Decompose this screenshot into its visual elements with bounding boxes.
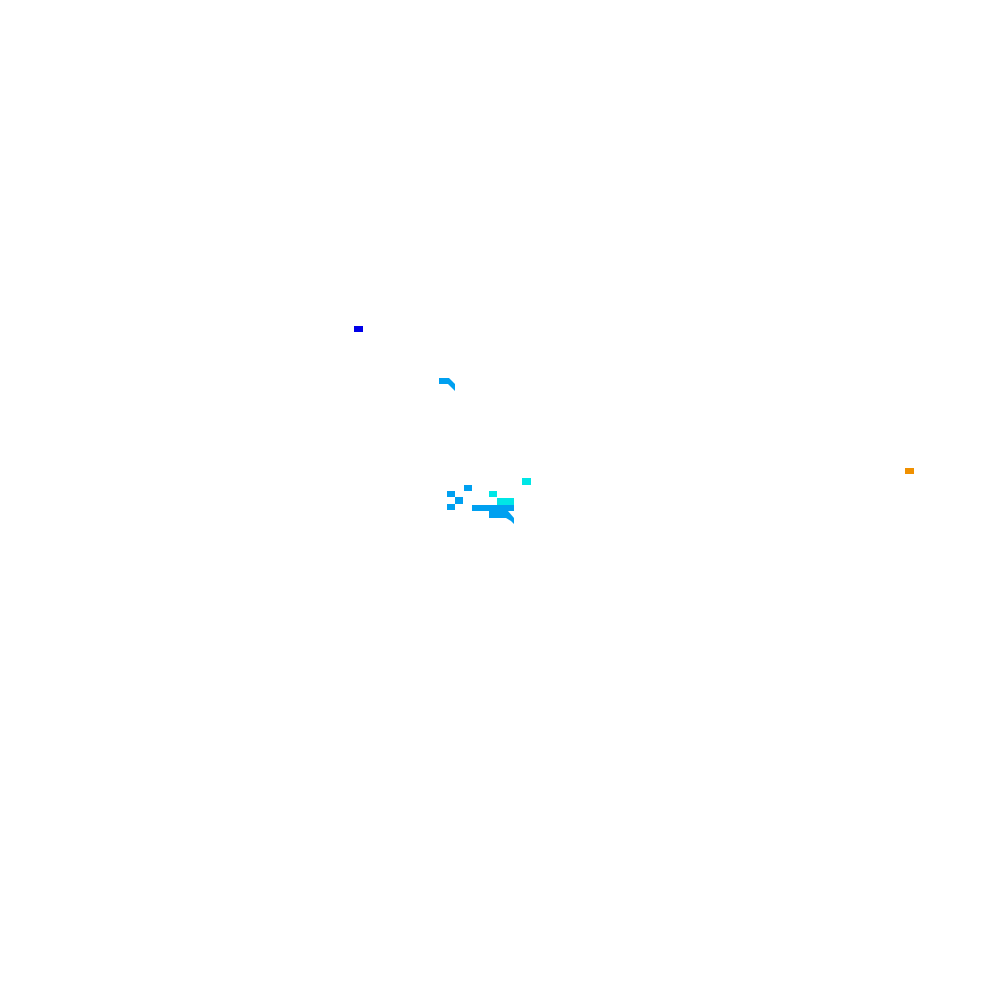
cell-orange	[905, 468, 914, 474]
cell-blue	[489, 511, 506, 518]
cell-blue	[447, 504, 455, 510]
arrow-tail-shape	[445, 378, 455, 391]
cell-blue	[455, 497, 463, 504]
cell-blue-arrow	[439, 378, 448, 384]
cell-cyan	[497, 498, 514, 505]
cell-cyan	[489, 491, 497, 497]
cell-blue	[447, 491, 455, 497]
arrow-tail-shape	[505, 511, 514, 524]
cell-blue	[464, 485, 472, 491]
cell-cyan	[522, 478, 531, 485]
cell-dark-blue	[354, 326, 363, 332]
cell-blue-strip	[472, 505, 514, 511]
